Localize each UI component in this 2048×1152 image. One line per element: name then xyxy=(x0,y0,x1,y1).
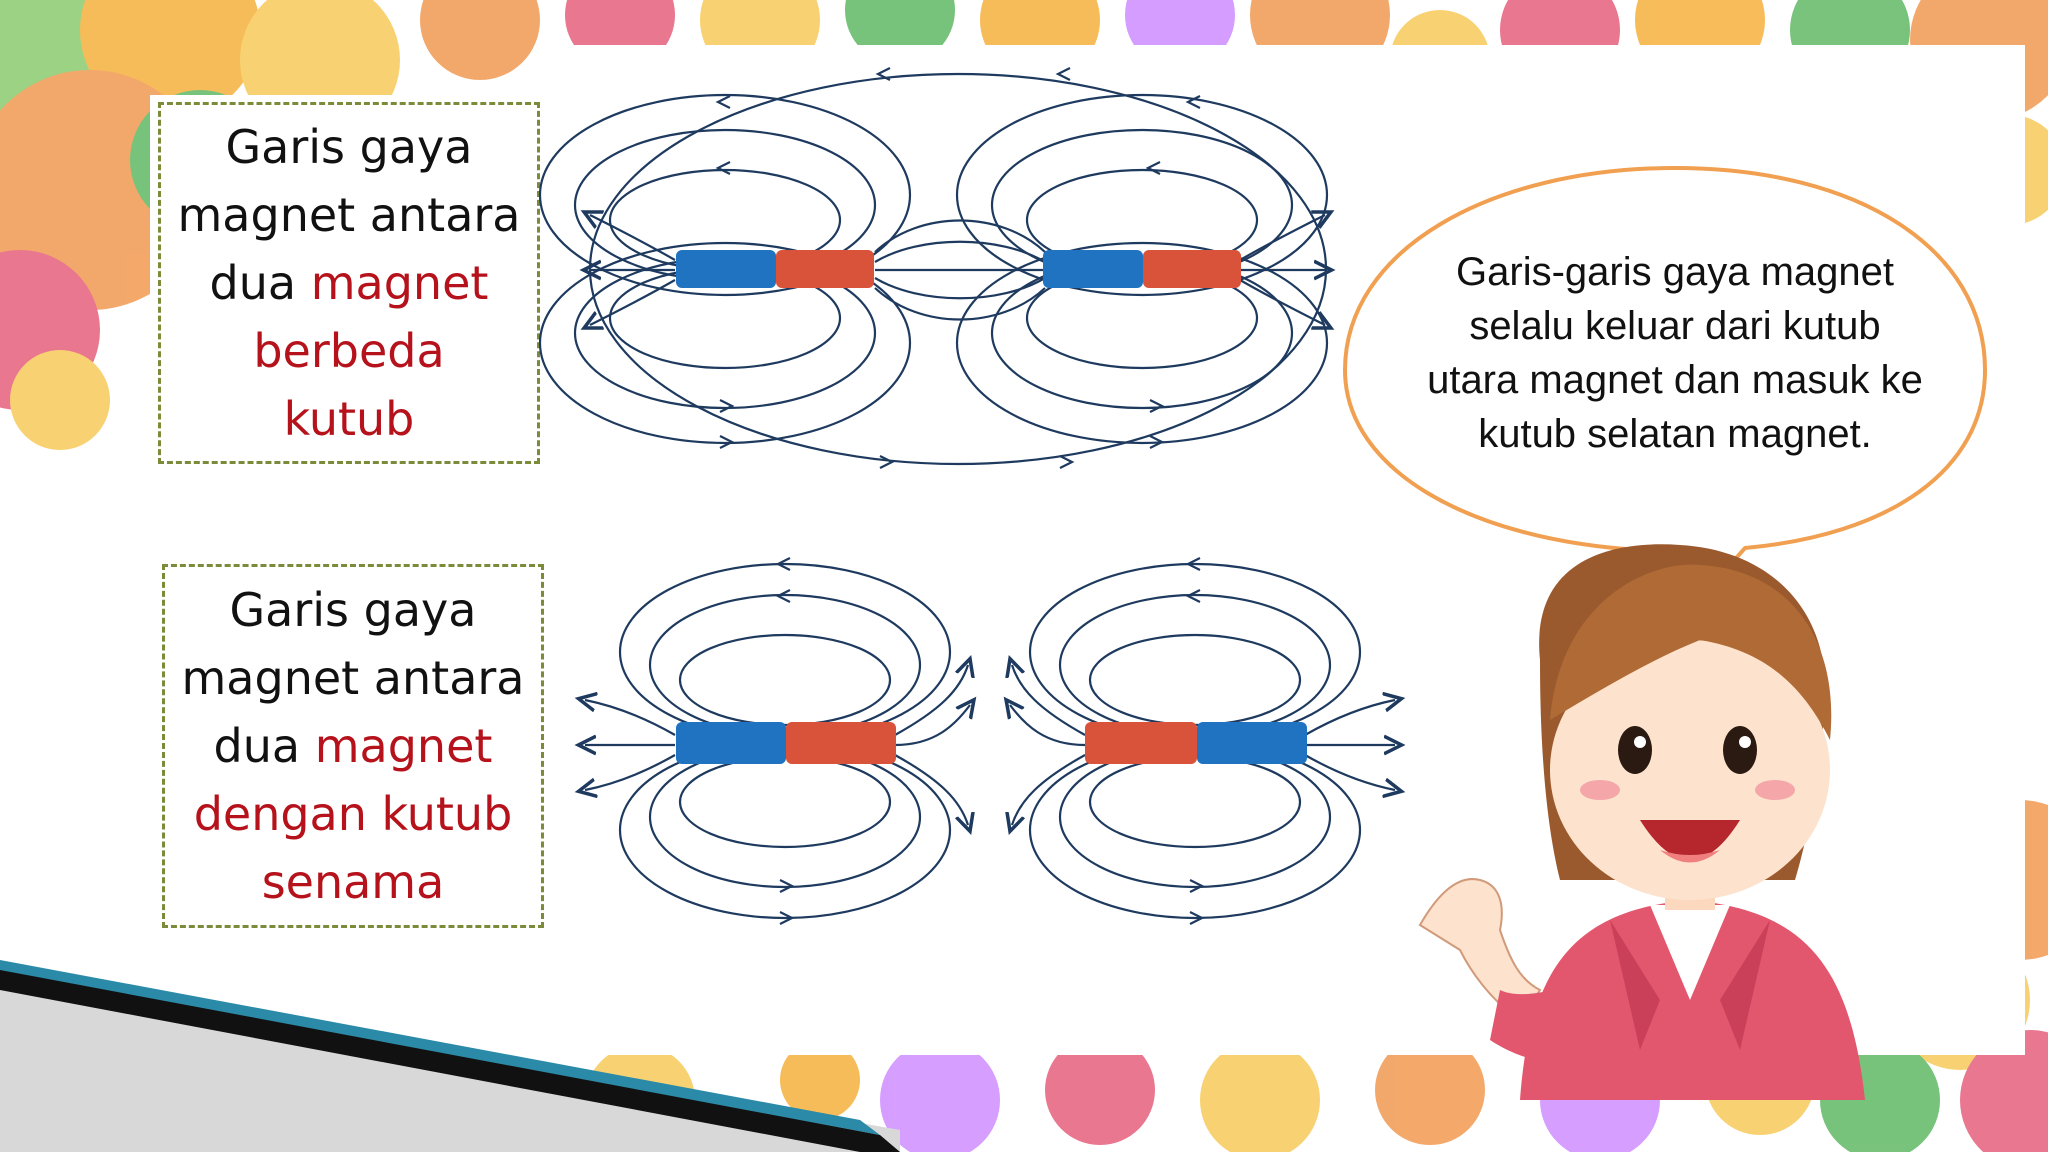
text-line: Garis gaya xyxy=(229,583,477,637)
highlight-text: kutub xyxy=(283,392,415,446)
bubble-line: utara magnet dan masuk ke xyxy=(1427,358,1923,402)
text-line: Garis gaya xyxy=(225,120,473,174)
content-panel xyxy=(565,45,2025,1055)
highlight-text: berbeda xyxy=(253,324,445,378)
speech-bubble-text: Garis-garis gaya magnet selalu keluar da… xyxy=(1375,245,1975,461)
bubble-line: selalu keluar dari kutub xyxy=(1469,304,1881,348)
description-text-opposite-poles: Garis gaya magnet antara dua magnet berb… xyxy=(178,113,521,453)
highlight-text: senama xyxy=(261,855,445,909)
highlight-text: magnet xyxy=(310,256,489,310)
bubble-line: kutub selatan magnet. xyxy=(1478,412,1872,456)
text-line: dua xyxy=(209,256,297,310)
text-line: dua xyxy=(213,719,301,773)
description-text-like-poles: Garis gaya magnet antara dua magnet deng… xyxy=(182,576,525,916)
description-box-like-poles: Garis gaya magnet antara dua magnet deng… xyxy=(162,564,544,928)
description-box-opposite-poles: Garis gaya magnet antara dua magnet berb… xyxy=(158,102,540,464)
highlight-text: magnet xyxy=(314,719,493,773)
highlight-text: dengan kutub xyxy=(193,787,513,841)
text-line: magnet antara xyxy=(177,188,521,242)
bubble-line: Garis-garis gaya magnet xyxy=(1456,250,1894,294)
text-line: magnet antara xyxy=(181,651,525,705)
